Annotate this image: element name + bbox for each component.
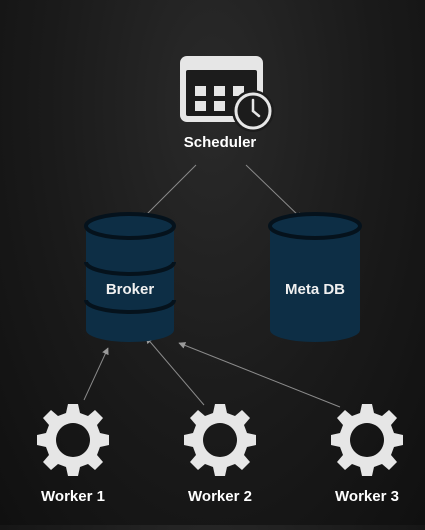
broker-label: Broker [105,281,155,298]
calendar-clock-icon [180,56,274,132]
worker-1-label: Worker 1 [41,488,105,505]
edge-worker2-broker [145,336,205,406]
edge-scheduler-broker [141,164,197,220]
broker-database-icon [84,212,176,342]
metadb-database-icon [268,212,362,342]
gear-icon [331,404,403,476]
edges [83,164,341,408]
scheduler-label: Scheduler [183,134,257,151]
gear-icon [37,404,109,476]
worker-3-label: Worker 3 [335,488,399,505]
edge-worker1-broker [83,347,109,401]
metadb-label: Meta DB [284,281,345,298]
worker-2-label: Worker 2 [188,488,252,505]
gear-icon [184,404,256,476]
edge-scheduler-metadb [245,164,303,220]
edge-worker3-broker [178,342,341,408]
